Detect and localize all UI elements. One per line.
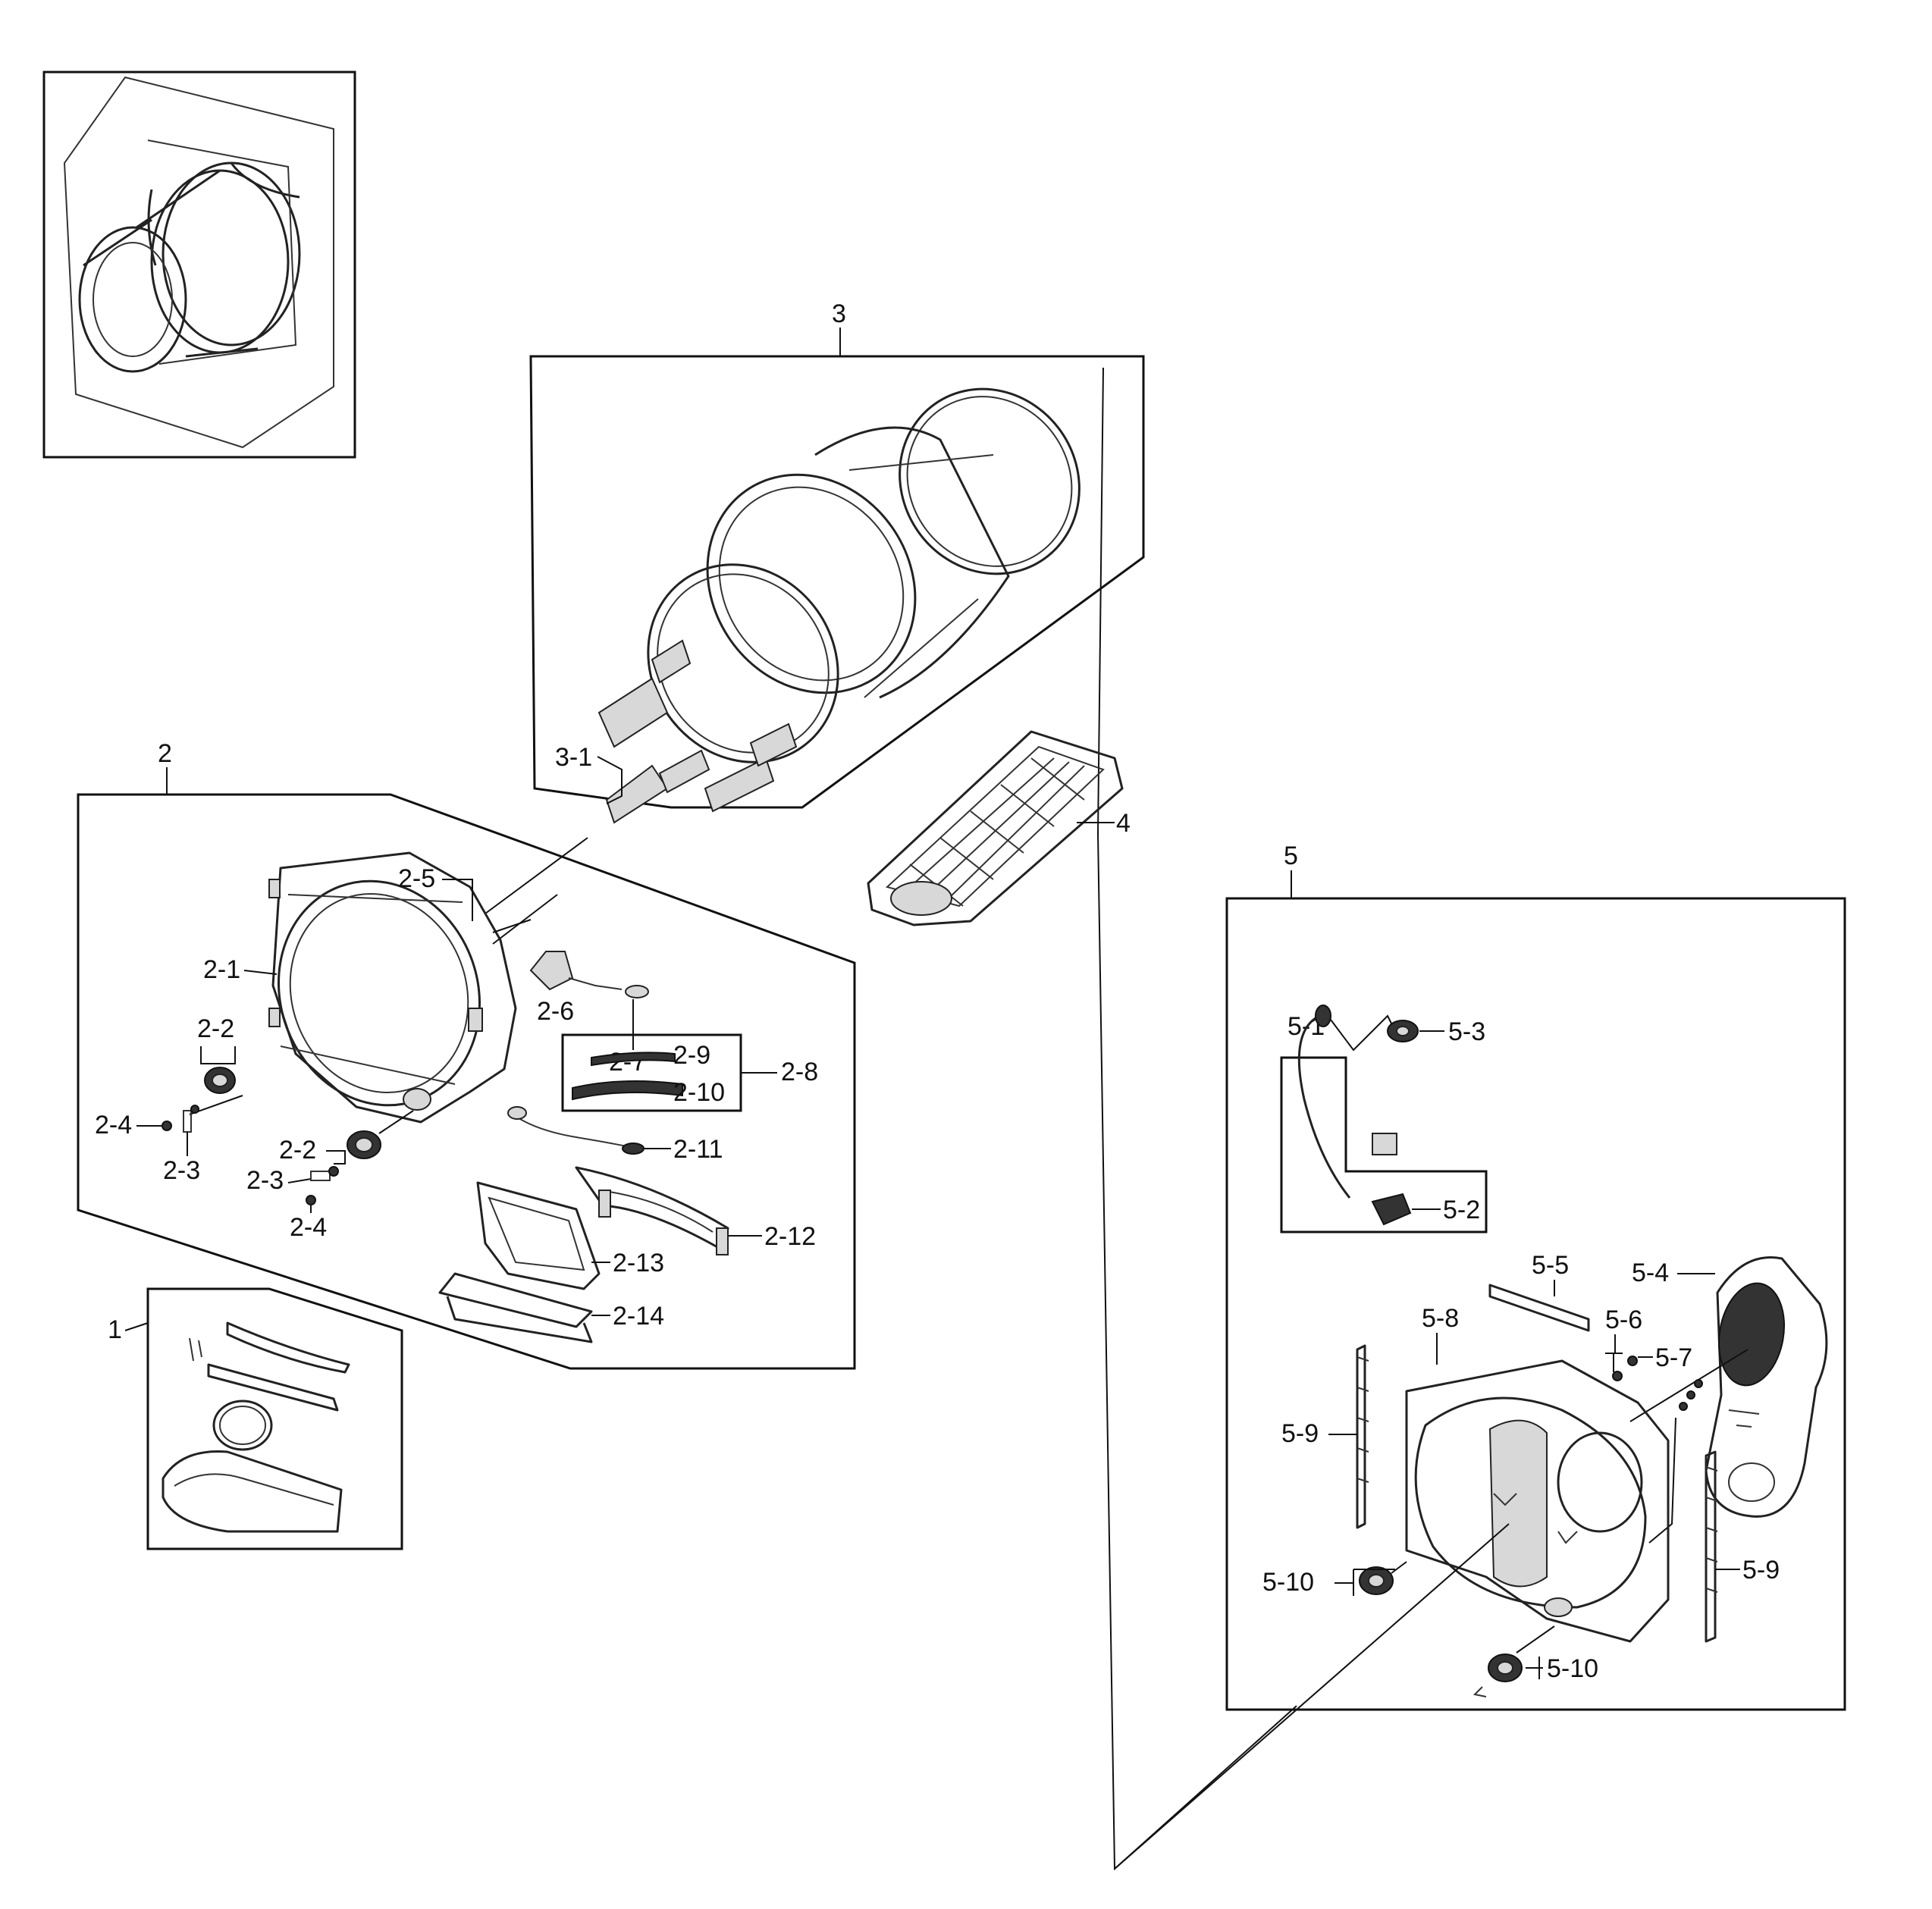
rear-panel-assembly: 5 5-1 5-3 5-2 5-5 5-4 5-6	[1114, 842, 1846, 1870]
part-5-7-label: 5-7	[1655, 1343, 1692, 1372]
group-1-label: 1	[108, 1315, 122, 1344]
part-5-2-label: 5-2	[1443, 1196, 1480, 1224]
part-5-8-label: 5-8	[1422, 1304, 1459, 1333]
group-2-label: 2	[158, 739, 172, 768]
part-5-10a-label: 5-10	[1262, 1568, 1314, 1597]
part-2-1-label: 2-1	[203, 955, 240, 984]
part-3-1-label: 3-1	[555, 743, 592, 772]
front-panel-assembly: 2 2-1 2-5 2-6 2-7 2-9 2-10 2-8	[77, 739, 856, 1370]
part-2-11-label: 2-11	[673, 1135, 723, 1164]
part-5-10b-label: 5-10	[1547, 1654, 1598, 1683]
part-5-5-label: 5-5	[1532, 1251, 1569, 1280]
part-2-4a-label: 2-4	[95, 1111, 132, 1139]
group-5-label: 5	[1284, 842, 1298, 870]
part-2-10-label: 2-10	[673, 1078, 725, 1107]
part-5-6-label: 5-6	[1605, 1306, 1642, 1334]
part-2-14-label: 2-14	[613, 1302, 664, 1331]
part-2-2b-label: 2-2	[279, 1136, 316, 1165]
part-2-6-label: 2-6	[537, 997, 574, 1026]
part-2-2a-label: 2-2	[197, 1014, 234, 1043]
part-2-13-label: 2-13	[613, 1249, 664, 1277]
part-5-4-label: 5-4	[1632, 1259, 1669, 1287]
drum-assembly: 3 3-1	[485, 299, 1297, 1871]
group-3-label: 3	[832, 299, 846, 328]
part-2-5-label: 2-5	[398, 864, 435, 893]
part-5-3-label: 5-3	[1448, 1017, 1485, 1046]
lint-filter: 4	[867, 730, 1131, 926]
part-2-3a-label: 2-3	[163, 1156, 200, 1185]
part-2-4b-label: 2-4	[290, 1213, 327, 1242]
part-2-8-label: 2-8	[781, 1058, 818, 1086]
assembly-thumbnail	[42, 71, 356, 459]
part-2-12-label: 2-12	[764, 1222, 816, 1251]
part-5-9a-label: 5-9	[1281, 1419, 1319, 1448]
group-4-label: 4	[1116, 809, 1131, 838]
part-5-9b-label: 5-9	[1742, 1556, 1780, 1585]
part-2-9-label: 2-9	[673, 1041, 710, 1070]
part-2-3b-label: 2-3	[246, 1166, 284, 1195]
drum-lifters	[597, 639, 798, 824]
duct-assembly: 1	[108, 1287, 403, 1550]
